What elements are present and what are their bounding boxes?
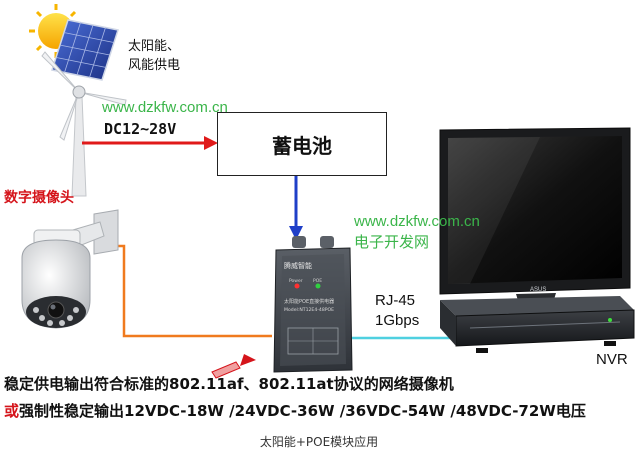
poe-desc: 太阳能POE直接供电器 [284,298,334,305]
nvr-device-icon [440,296,635,353]
poe-brand: 腾威智能 [284,261,312,270]
poe-module-icon: 腾威智能 Power POE 太阳能POE直接供电器 Model:NT12E4-… [273,236,353,373]
monitor-icon: ASUS [439,127,631,307]
wind-turbine-icon [41,51,127,197]
description-line1: 稳定供电输出符合标准的802.11af、802.11at协议的网络摄像机 [4,375,454,393]
solar-label-line2: 风能供电 [128,57,181,73]
speed-label: 1Gbps [375,312,420,329]
figure-caption: 太阳能+POE模块应用 [259,435,379,449]
description-line2: 或强制性稳定输出12VDC-18W /24VDC-36W /36VDC-54W … [4,404,586,419]
description-or: 或 [4,402,20,420]
dc-voltage-label: DC12~28V [104,120,177,138]
pointer-arrow-icon [211,354,256,379]
rj45-label: RJ-45 [375,292,416,309]
solar-panel-icon [51,19,119,81]
monitor-brand: ASUS [530,287,546,293]
battery-label: 蓄电池 [272,133,332,158]
battery-box: 蓄电池 [217,112,387,176]
poe-poe-label: POE [313,278,322,284]
watermark-url-mid: www.dzkfw.com.cn [354,213,480,230]
solar-label-line1: 太阳能、 [128,39,181,54]
poe-power-label: Power [289,278,303,284]
poe-model: Model:NT12E4-48POE [284,307,334,313]
battery-to-poe-arrow [289,176,303,240]
nvr-label: NVR [596,351,628,368]
ptz-camera-icon [21,209,119,329]
camera-cable [108,244,272,338]
camera-label: 数字摄像头 [4,190,74,206]
watermark-url-top: www.dzkfw.com.cn [102,99,228,116]
description-line2-text: 强制性稳定输出12VDC-18W /24VDC-36W /36VDC-54W /… [19,402,586,420]
watermark-site-name: 电子开发网 [354,233,430,251]
solar-wind-label: 太阳能、 风能供电 [128,38,180,76]
dc-power-arrow [82,136,218,150]
